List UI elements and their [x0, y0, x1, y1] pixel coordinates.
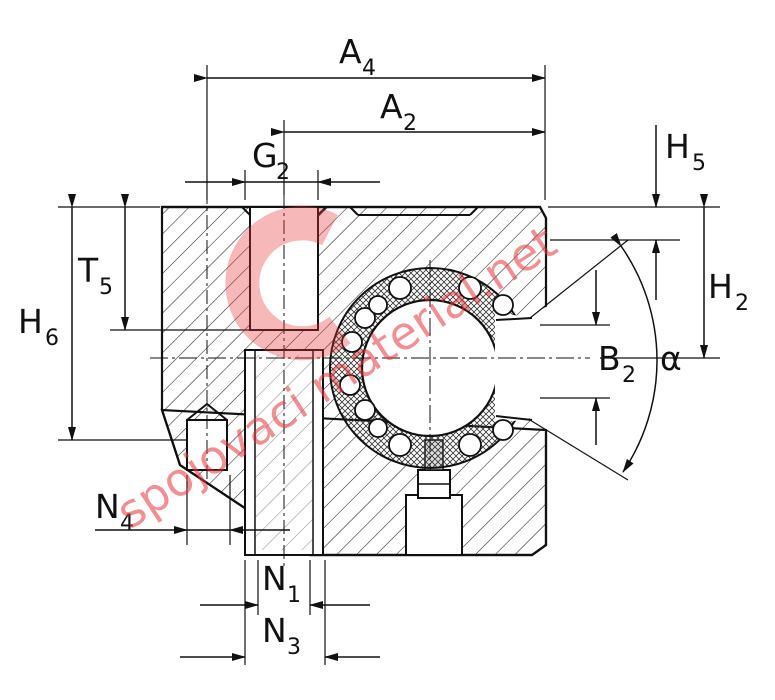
label-g2: G 2	[252, 136, 290, 185]
svg-text:5: 5	[99, 275, 113, 300]
svg-text:N: N	[262, 559, 287, 598]
label-h5: H 5	[665, 127, 706, 176]
svg-text:2: 2	[735, 291, 749, 316]
svg-text:A: A	[380, 87, 403, 126]
svg-text:N: N	[262, 611, 287, 650]
svg-text:H: H	[18, 302, 43, 341]
locating-pin-hole	[186, 190, 228, 480]
svg-text:B: B	[598, 339, 621, 378]
label-n1: N 1	[262, 559, 301, 608]
label-n3: N 3	[262, 611, 301, 660]
svg-text:H: H	[665, 127, 690, 166]
label-alpha: α	[660, 339, 682, 378]
label-t5: T 5	[77, 251, 113, 300]
svg-text:2: 2	[403, 111, 417, 136]
svg-text:3: 3	[287, 635, 301, 660]
svg-text:2: 2	[622, 363, 636, 388]
label-h6: H 6	[18, 302, 59, 351]
svg-text:1: 1	[287, 583, 301, 608]
label-n4: N 4	[95, 487, 134, 536]
extension-lines	[58, 65, 720, 665]
svg-text:N: N	[95, 487, 120, 526]
svg-text:4: 4	[362, 56, 376, 81]
ball-bearing	[329, 267, 533, 469]
dimension-lines	[68, 74, 708, 661]
svg-text:G: G	[252, 136, 278, 175]
svg-text:6: 6	[45, 326, 59, 351]
center-lines	[150, 260, 590, 470]
svg-text:4: 4	[120, 511, 134, 536]
svg-text:H: H	[708, 267, 733, 306]
label-h2: H 2	[708, 267, 749, 316]
svg-text:A: A	[339, 32, 362, 71]
screw-hole	[244, 195, 324, 570]
svg-text:5: 5	[692, 151, 706, 176]
svg-text:2: 2	[276, 160, 290, 185]
label-b2: B 2	[598, 339, 636, 388]
label-a4: A 4	[339, 32, 376, 81]
svg-text:T: T	[77, 251, 99, 290]
label-a2: A 2	[380, 87, 417, 136]
